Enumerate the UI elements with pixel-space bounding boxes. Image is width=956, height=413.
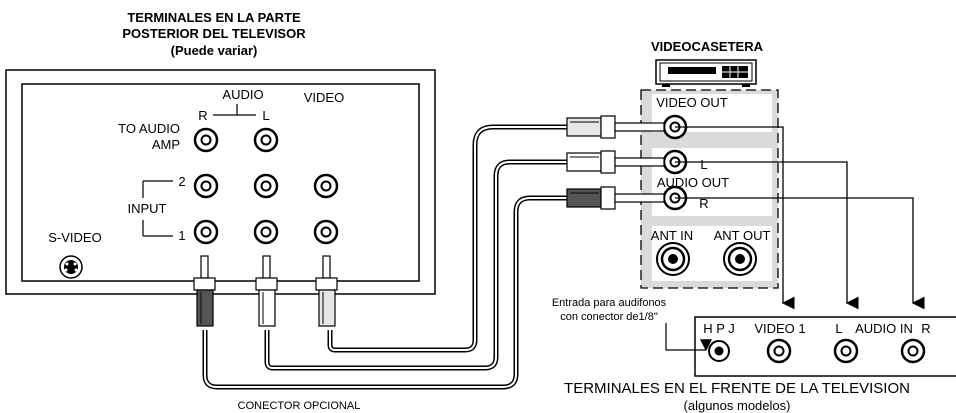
rca-plug-dark-icon [566,186,665,210]
svideo-jack-icon [59,255,83,279]
video1-label: VIDEO 1 [754,321,805,336]
hpj-pointer [665,323,712,352]
input-label: INPUT [128,201,167,216]
audio-bracket [213,104,256,116]
vcr-l-label: L [700,157,707,172]
rca-plug-light-icon [566,115,665,139]
signal-line-video [675,126,795,310]
tv-rear-title-line3: (Puede variar) [171,43,258,58]
rca-jack-icon [193,127,219,153]
tv-front-title-line1: TERMINALES EN EL FRENTE DE LA TELEVISION [564,380,910,397]
rca-jack-icon [900,338,926,364]
signal-line-audio-left [675,161,859,310]
rca-plug-white-icon [566,150,665,174]
hpj-jack-icon [708,340,730,362]
rca-jack-icon [313,173,339,199]
input-2-label: 2 [178,174,185,189]
optional-connector-label: CONECTOR OPCIONAL [238,400,361,412]
rca-plug-light-icon [315,255,338,327]
rca-jack-icon [193,173,219,199]
vcr-icon [655,59,757,87]
rca-jack-icon [313,219,339,245]
rca-plug-white-icon [255,255,278,327]
tv-rear-title-line2: POSTERIOR DEL TELEVISOR [122,26,306,41]
input-1-label: 1 [178,228,185,243]
rca-jack-icon [193,219,219,245]
video-label: VIDEO [304,90,344,105]
audio-r-label: R [198,108,207,123]
hpj-note-line2: con conector de1/8" [560,311,658,323]
vcr-ant-in-label: ANT IN [651,228,693,243]
rca-jack-icon [253,127,279,153]
audio-label: AUDIO [222,87,263,102]
vcr-title: VIDEOCASETERA [651,39,764,54]
hpj-label: H P J [703,321,735,336]
rca-jack-icon [253,219,279,245]
audio-l-label: L [262,108,269,123]
tv-rear-panel [5,69,436,295]
ant-in-jack-icon [656,242,690,276]
cable-audio-right [202,195,567,390]
tv-front-panel [694,316,956,377]
vcr-audio-out-label: AUDIO OUT [657,175,729,190]
signal-line-audio-right [675,197,925,310]
vcr-ant-out-label: ANT OUT [714,228,771,243]
ant-out-jack-icon [723,242,757,276]
tv-rear-title-line1: TERMINALES EN LA PARTE [127,10,301,25]
rca-jack-icon [833,338,859,364]
cable-audio-left [264,159,567,371]
rca-jack-icon [766,338,792,364]
audio-in-label: AUDIO IN [855,321,913,336]
rca-jack-icon [253,173,279,199]
to-audio-amp-label-line2: AMP [152,137,180,152]
front-l-label: L [835,321,842,336]
tv-front-title-line2: (algunos modelos) [684,398,791,413]
front-r-label: R [921,321,930,336]
hpj-note-line1: Entrada para audifonos [552,297,667,309]
input-bracket [142,180,173,237]
vcr-video-out-label: VIDEO OUT [656,95,728,110]
svideo-label: S-VIDEO [48,230,101,245]
vcr-r-label: R [699,196,708,211]
cable-video [327,124,570,353]
rca-plug-dark-icon [193,255,216,327]
to-audio-amp-label-line1: TO AUDIO [118,121,180,136]
